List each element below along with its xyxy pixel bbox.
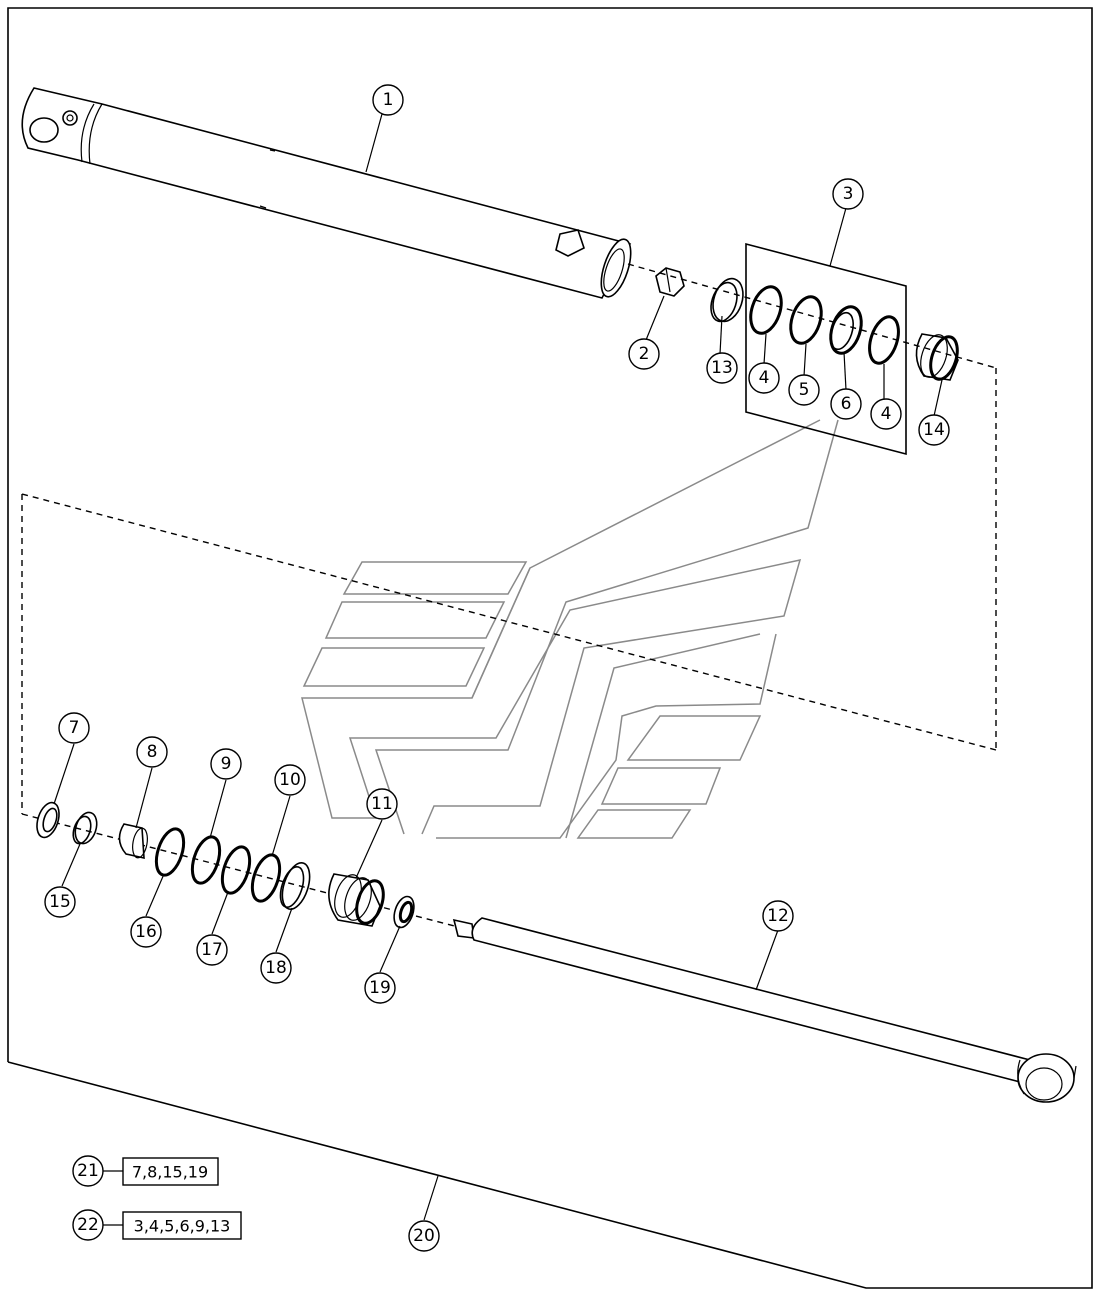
svg-text:21: 21 — [77, 1161, 99, 1181]
callout-10: 10 — [274, 764, 306, 796]
svg-text:2: 2 — [639, 344, 650, 364]
callout-1: 1 — [372, 84, 404, 116]
svg-text:9: 9 — [221, 754, 232, 774]
callout-6: 6 — [830, 388, 862, 420]
svg-text:15: 15 — [49, 892, 71, 912]
kit-22-contents: 3,4,5,6,9,13 — [134, 1217, 231, 1236]
callout-19: 19 — [364, 972, 396, 1004]
callout-17: 17 — [196, 934, 228, 966]
frame — [7, 7, 1093, 1289]
svg-text:16: 16 — [135, 922, 157, 942]
svg-text:1: 1 — [383, 90, 394, 110]
svg-text:18: 18 — [265, 958, 287, 978]
leader-lines — [53, 113, 943, 1221]
callout-7: 7 — [58, 712, 90, 744]
svg-text:19: 19 — [369, 978, 391, 998]
kit-22-legend: 22 3,4,5,6,9,13 — [72, 1209, 242, 1241]
svg-text:4: 4 — [759, 368, 770, 388]
piston-rod — [452, 917, 1077, 1103]
svg-text:6: 6 — [841, 394, 852, 414]
piston — [328, 873, 385, 927]
callout-2: 2 — [628, 338, 660, 370]
svg-text:12: 12 — [767, 906, 789, 926]
watermark-logo — [301, 419, 839, 839]
callout-11: 11 — [366, 788, 398, 820]
svg-text:11: 11 — [371, 794, 393, 814]
svg-text:5: 5 — [799, 380, 810, 400]
svg-text:17: 17 — [201, 940, 223, 960]
assembly-axis — [21, 263, 997, 931]
callout-22: 22 — [72, 1209, 104, 1241]
kit-21-contents: 7,8,15,19 — [132, 1163, 208, 1182]
callout-5: 5 — [788, 374, 820, 406]
callout-15: 15 — [44, 886, 76, 918]
callout-13: 13 — [706, 352, 738, 384]
svg-text:13: 13 — [711, 358, 733, 378]
svg-text:10: 10 — [279, 770, 301, 790]
cylinder-head — [915, 333, 959, 381]
callout-3: 3 — [832, 178, 864, 210]
svg-text:7: 7 — [69, 718, 80, 738]
svg-text:20: 20 — [413, 1226, 435, 1246]
kit-21-legend: 21 7,8,15,19 — [72, 1155, 219, 1187]
callout-21: 21 — [72, 1155, 104, 1187]
callout-4b: 4 — [870, 398, 902, 430]
callout-12: 12 — [762, 900, 794, 932]
svg-text:4: 4 — [881, 404, 892, 424]
callout-20: 20 — [408, 1220, 440, 1252]
lock-nut — [655, 267, 685, 297]
lower-seals — [36, 801, 311, 910]
callout-18: 18 — [260, 952, 292, 984]
callout-9: 9 — [210, 748, 242, 780]
callout-8: 8 — [136, 736, 168, 768]
piston-nut-seal — [393, 895, 415, 929]
svg-text:22: 22 — [77, 1215, 99, 1235]
callout-16: 16 — [130, 916, 162, 948]
svg-text:14: 14 — [923, 420, 945, 440]
kit-box — [745, 242, 907, 456]
barrel-tube — [21, 87, 632, 299]
svg-text:3: 3 — [843, 184, 854, 204]
callout-4a: 4 — [748, 362, 780, 394]
svg-text:8: 8 — [147, 742, 158, 762]
callout-14: 14 — [918, 414, 950, 446]
